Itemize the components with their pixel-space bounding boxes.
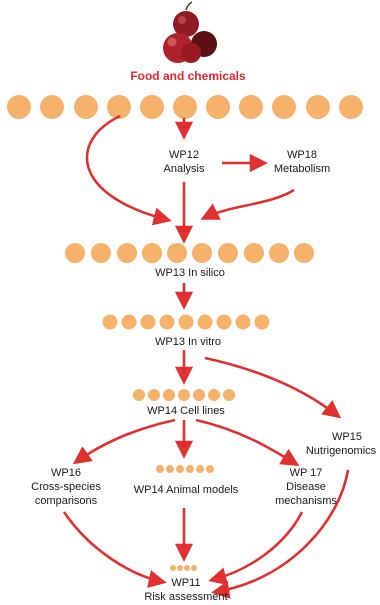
arrow-celllines-to-wp16	[72, 418, 176, 465]
dot-row-in-silico	[65, 243, 314, 263]
dot-row-cell-lines	[133, 389, 235, 401]
node-wp12: WP12 Analysis	[164, 149, 205, 175]
wp12-label: WP12	[169, 149, 199, 161]
wp16-sublabel-2: comparisons	[35, 495, 98, 507]
arrow-invitro-to-wp15	[204, 356, 342, 419]
wp12-sublabel: Analysis	[164, 163, 205, 175]
arrow-source-to-insilico	[85, 114, 172, 226]
node-wp15: WP15 Nutrigenomics	[306, 431, 377, 457]
wp17-label: WP 17	[290, 467, 323, 479]
arrow-wp17-to-wp11	[208, 511, 304, 586]
wp18-label: WP18	[287, 149, 317, 161]
arrow-wp18-to-insilico	[200, 188, 295, 220]
dot-row-risk	[170, 565, 197, 571]
dot-row-animal-models	[156, 465, 214, 473]
wp17-sublabel: Disease	[286, 481, 326, 493]
page-title: Food and chemicals	[130, 69, 246, 83]
dot-row-in-vitro	[102, 314, 270, 330]
node-wp16: WP16 Cross-species comparisons	[31, 467, 101, 507]
node-wp17: WP 17 Disease mechanisms	[275, 467, 337, 507]
wp15-sublabel: Nutrigenomics	[306, 445, 377, 457]
wp18-sublabel: Metabolism	[274, 163, 330, 175]
wp14-animal-models-label: WP14 Animal models	[134, 484, 239, 496]
node-wp18: WP18 Metabolism	[274, 149, 330, 175]
wp17-sublabel-2: mechanisms	[275, 495, 337, 507]
wp16-label: WP16	[51, 467, 81, 479]
dot-row-source	[7, 95, 363, 119]
wp11-label: WP11	[171, 577, 200, 589]
apples-icon	[163, 1, 217, 63]
wp14-cell-lines-label: WP14 Cell lines	[147, 405, 225, 417]
arrow-wp16-to-wp11	[62, 511, 167, 588]
wp16-sublabel: Cross-species	[31, 481, 101, 493]
wp11-sublabel: Risk assessment	[144, 591, 227, 603]
wp13-in-vitro-label: WP13 In vitro	[155, 336, 221, 348]
arrow-celllines-to-wp17	[195, 418, 300, 467]
arrow-wp15-to-wp11	[211, 469, 350, 599]
node-wp11: WP11 Risk assessment	[144, 577, 227, 603]
arrows	[62, 114, 350, 599]
wp15-label: WP15	[332, 431, 362, 443]
wp13-in-silico-label: WP13 In silico	[155, 267, 225, 279]
